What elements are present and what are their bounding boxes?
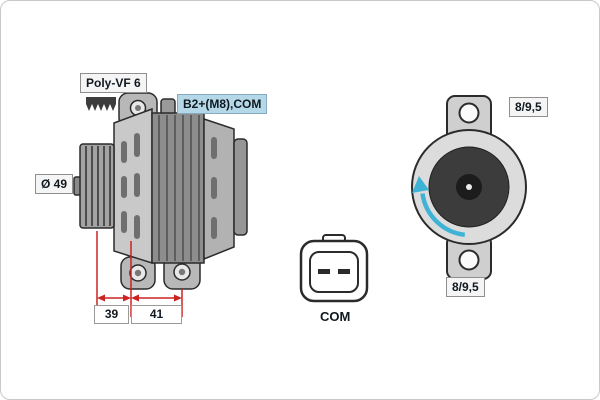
alternator-rear-view — [411, 95, 527, 280]
dimension-39-value: 39 — [94, 305, 129, 324]
belt-type-label: Poly-VF 6 — [80, 73, 147, 94]
terminal-label: B2+(M8),COM — [177, 94, 268, 115]
poly-v-belt-icon — [86, 97, 116, 111]
stator-fins — [158, 115, 200, 261]
rear-bottom-ear-hole — [458, 249, 480, 271]
connector-label: COM — [320, 309, 351, 324]
mount-bottom-label: 8/9,5 — [446, 277, 485, 298]
pulley-grooves — [85, 146, 111, 226]
vent-slots — [121, 133, 217, 239]
com-connector-diagram — [299, 234, 369, 303]
connector-pin-left — [318, 269, 330, 274]
rotation-direction-arrow-icon — [412, 176, 466, 238]
pulley-diameter-label: Ø 49 — [35, 174, 74, 195]
connector-inner-shell — [309, 251, 359, 293]
rear-top-ear-hole — [458, 102, 480, 124]
rear-hub-center-dot — [466, 184, 472, 190]
connector-outer-shell — [299, 239, 369, 303]
bottom-mount-hole-right-center — [178, 268, 186, 276]
rear-bracket — [203, 117, 235, 261]
front-bracket — [113, 107, 153, 265]
dimension-41-value: 41 — [131, 305, 182, 324]
dimension-arrowheads — [97, 294, 182, 302]
top-mount-hole-center — [135, 105, 141, 111]
rear-cover — [233, 138, 248, 236]
mount-top-label: 8/9,5 — [509, 97, 548, 118]
alternator-side-view — [73, 92, 248, 290]
bottom-mount-hole-left-center — [134, 269, 142, 277]
connector-pin-right — [338, 269, 350, 274]
